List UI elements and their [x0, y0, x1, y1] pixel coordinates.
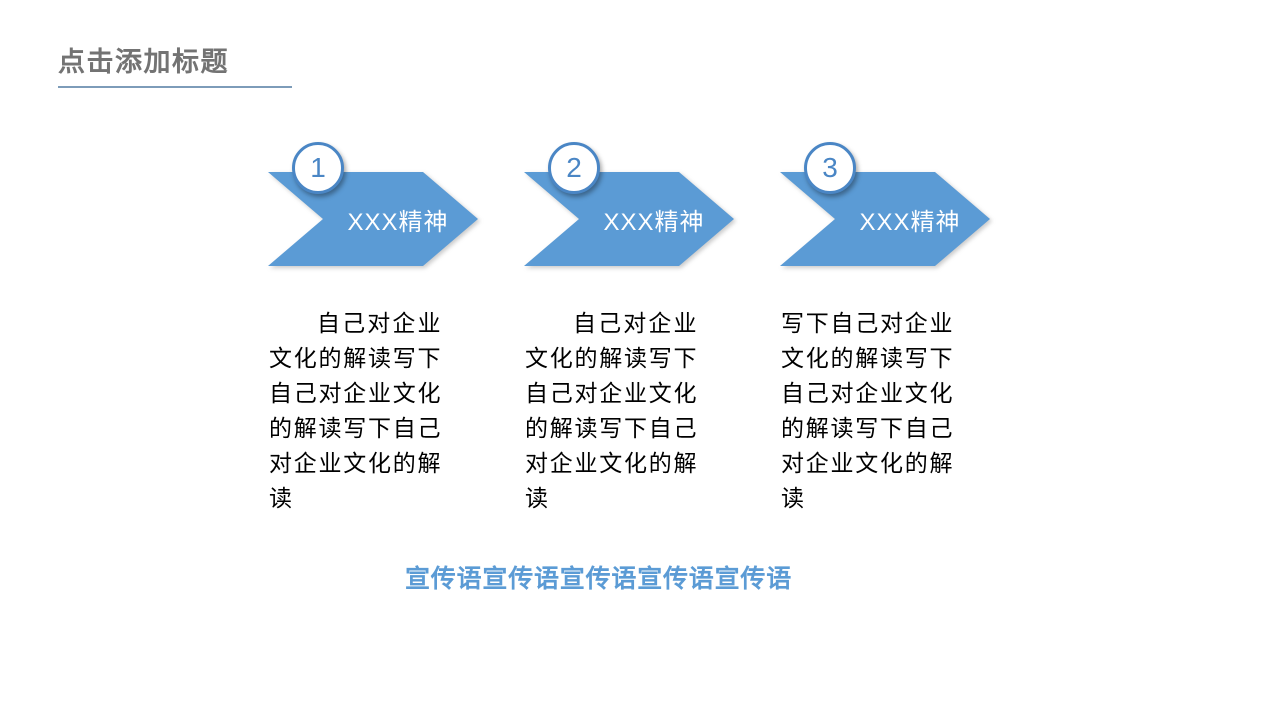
process-step-2: 2 XXX精神 自己对企业文化的解读写下自己对企业文化的解读写下自己对企业文化的… — [524, 140, 736, 540]
slogan-text[interactable]: 宣传语宣传语宣传语宣传语宣传语 — [405, 565, 793, 593]
step-label-box: XXX精神 — [572, 172, 736, 266]
step-number: 3 — [822, 152, 838, 183]
step-description[interactable]: 自己对企业文化的解读写下自己对企业文化的解读写下自己对企业文化的解读 — [269, 310, 441, 511]
step-description[interactable]: 自己对企业文化的解读写下自己对企业文化的解读写下自己对企业文化的解读 — [525, 310, 697, 511]
step-description[interactable]: 写下自己对企业文化的解读写下自己对企业文化的解读写下自己对企业文化的解读 — [781, 310, 953, 511]
slide-title-placeholder[interactable]: 点击添加标题 — [58, 47, 229, 77]
step-number: 1 — [310, 152, 326, 183]
chevron-arrow-polygon — [268, 172, 478, 266]
process-step-3: 3 XXX精神 写下自己对企业文化的解读写下自己对企业文化的解读写下自己对企业文… — [780, 140, 992, 540]
step-number-badge[interactable]: 3 — [804, 142, 856, 194]
step-label-box: XXX精神 — [828, 172, 992, 266]
step-number: 2 — [566, 152, 582, 183]
step-number-badge[interactable]: 1 — [292, 142, 344, 194]
chevron-arrow-polygon — [780, 172, 990, 266]
process-step-1: 1 XXX精神 自己对企业文化的解读写下自己对企业文化的解读写下自己对企业文化的… — [268, 140, 480, 540]
step-label: XXX精神 — [859, 208, 961, 236]
step-number-badge[interactable]: 2 — [548, 142, 600, 194]
chevron-arrow-shape[interactable] — [524, 172, 736, 268]
step-label: XXX精神 — [347, 208, 449, 236]
title-underline — [58, 86, 292, 88]
step-label-box: XXX精神 — [316, 172, 480, 266]
step-label: XXX精神 — [603, 208, 705, 236]
chevron-arrow-polygon — [524, 172, 734, 266]
chevron-arrow-shape[interactable] — [268, 172, 480, 268]
chevron-arrow-shape[interactable] — [780, 172, 992, 268]
